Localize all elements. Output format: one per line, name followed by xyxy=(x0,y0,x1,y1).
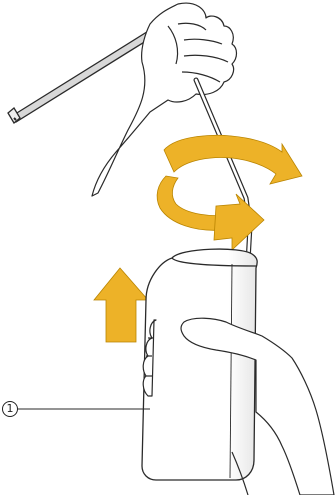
upper-hand xyxy=(92,3,237,196)
callout-number: 1 xyxy=(2,401,18,417)
up-arrow-icon xyxy=(94,268,148,342)
bottle xyxy=(142,249,257,480)
cleaning-rod xyxy=(8,30,154,123)
rotation-arrow-icon xyxy=(157,135,302,250)
